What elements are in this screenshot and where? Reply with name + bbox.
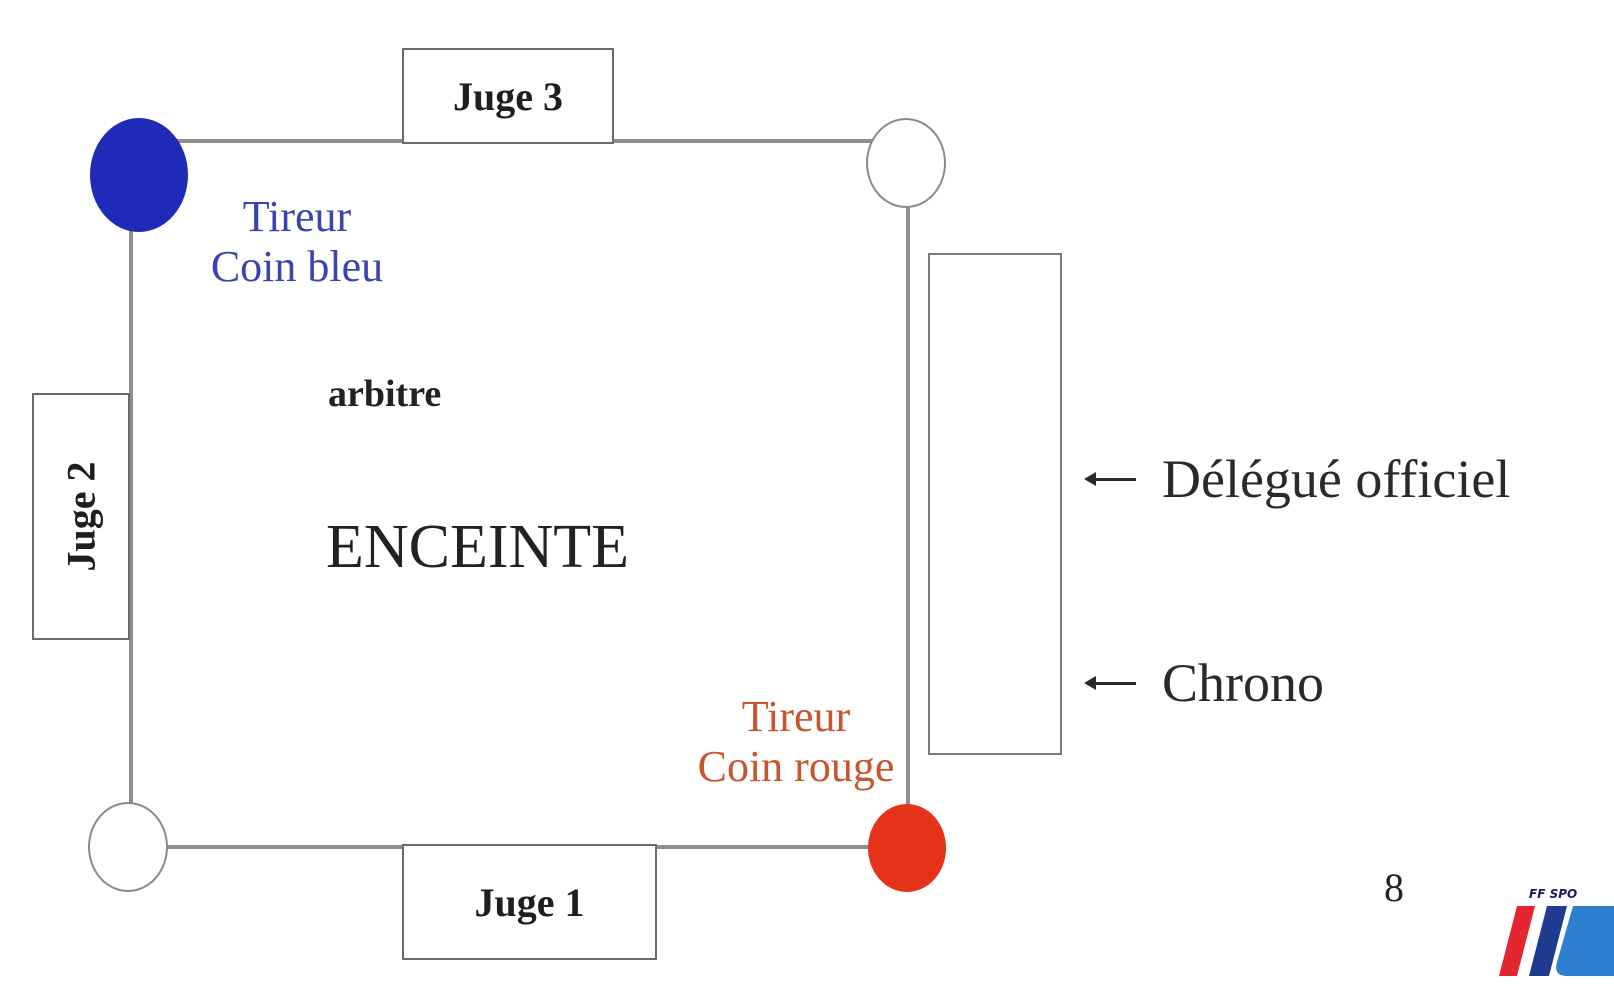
delegate-label: Délégué officiel xyxy=(1162,449,1511,509)
judge-2-label: Juge 2 xyxy=(58,461,104,572)
blue-corner-marker xyxy=(90,118,188,232)
judge-3-box: Juge 3 xyxy=(402,48,614,144)
delegate-callout: Délégué officiel xyxy=(1084,448,1511,510)
judge-2-box: Juge 2 xyxy=(32,393,130,640)
chrono-arrow-icon xyxy=(1084,675,1136,690)
ffs-logo: FF SPO xyxy=(1495,884,1614,994)
blue-corner-line2: Coin bleu xyxy=(210,242,384,291)
red-corner-line1: Tireur xyxy=(741,692,851,741)
ring-left-rope xyxy=(129,178,133,808)
delegate-arrow-icon xyxy=(1084,471,1136,486)
judge-3-label: Juge 3 xyxy=(453,73,563,119)
blue-corner-line1: Tireur xyxy=(242,192,352,241)
ring-title: ENCEINTE xyxy=(326,513,630,581)
blue-corner-label: Tireur Coin bleu xyxy=(192,192,402,292)
referee-label: arbitre xyxy=(328,373,442,415)
ffs-logo-icon: FF SPO xyxy=(1499,887,1614,976)
red-corner-marker xyxy=(868,804,946,892)
red-corner-label: Tireur Coin rouge xyxy=(676,692,916,792)
page-number: 8 xyxy=(1384,865,1404,910)
red-corner-line2: Coin rouge xyxy=(697,742,895,791)
officials-table xyxy=(928,253,1062,755)
neutral-corner-top-right xyxy=(866,118,946,208)
judge-1-box: Juge 1 xyxy=(402,844,657,960)
judge-1-label: Juge 1 xyxy=(474,879,585,925)
ring-right-rope xyxy=(906,200,910,810)
chrono-label: Chrono xyxy=(1162,653,1324,713)
chrono-callout: Chrono xyxy=(1084,652,1324,714)
neutral-corner-bottom-left xyxy=(88,802,168,892)
ffs-logo-text: FF SPO xyxy=(1529,887,1577,901)
